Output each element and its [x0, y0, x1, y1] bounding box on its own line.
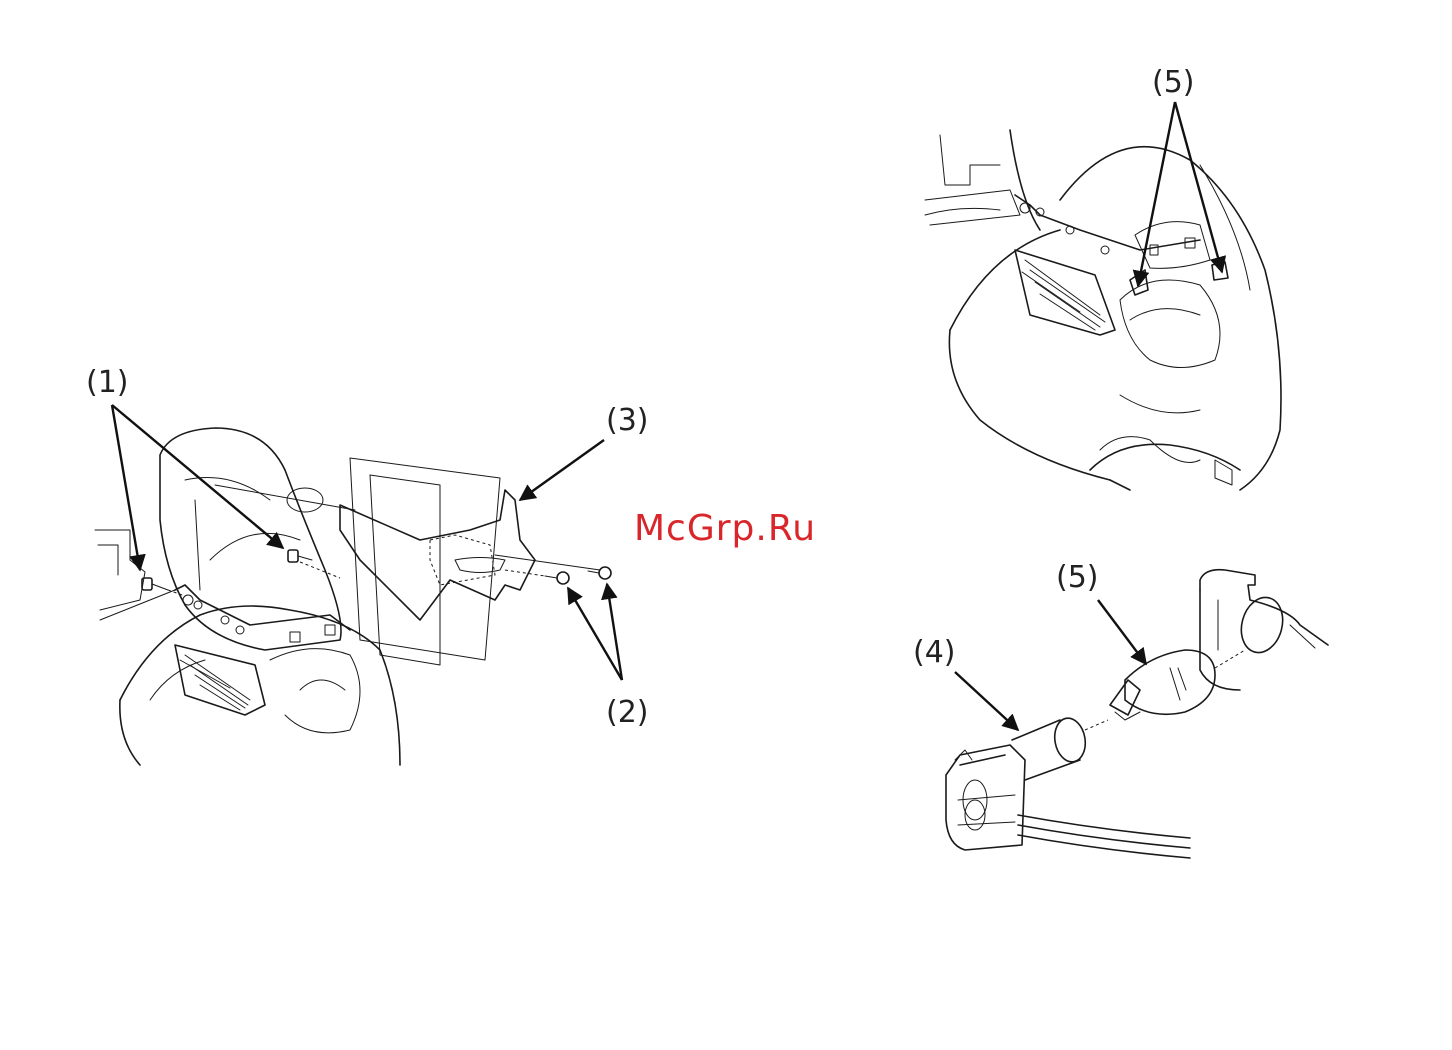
callout-5-bottom-arrow [1098, 600, 1146, 664]
socket-4 [946, 716, 1190, 858]
bulb-socket-detail [946, 570, 1328, 858]
front-view-illustration [925, 130, 1281, 490]
callout-5-top-arrow-b [1175, 102, 1222, 272]
inner-cover-3 [340, 490, 535, 620]
callout-1-arrow-b [112, 405, 283, 548]
windscreen-removal-illustration [95, 428, 611, 765]
callout-3-arrow [520, 440, 604, 500]
callout-5-top: (5) [1152, 65, 1195, 100]
callout-5-bottom: (5) [1056, 560, 1099, 595]
screw-2a [545, 572, 569, 584]
headlight-left [175, 645, 265, 715]
screw-1a [142, 578, 168, 590]
callout-4: (4) [913, 635, 956, 670]
callout-2: (2) [606, 695, 649, 730]
watermark-text: McGrp.Ru [634, 508, 816, 549]
callout-4-arrow [955, 672, 1018, 730]
lamp-housing [1200, 570, 1328, 645]
callout-5-top-arrow-a [1138, 102, 1175, 286]
screw-1b [288, 550, 312, 562]
callout-1: (1) [86, 365, 129, 400]
headlight-front [1015, 250, 1115, 335]
callout-3: (3) [606, 403, 649, 438]
